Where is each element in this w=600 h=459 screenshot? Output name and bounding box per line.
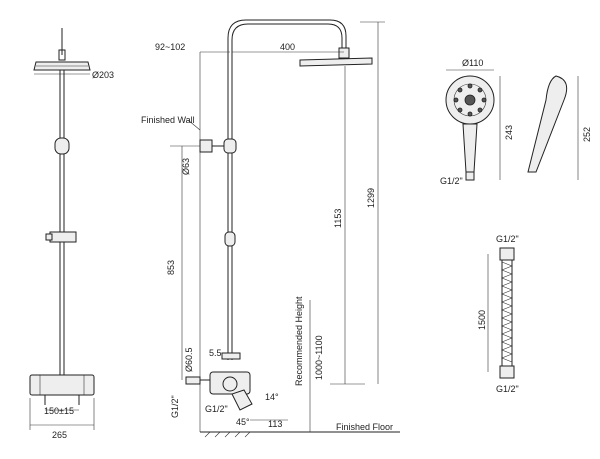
hose-top-nut: [499, 247, 515, 261]
spout-reach-label: 113: [268, 419, 282, 429]
overall-height-label: 1299: [366, 188, 376, 208]
hose-length-label: 1500: [477, 310, 487, 330]
side-view: 400 92~102 Finished Wall Ø63 853 5.5 Ø60…: [141, 19, 400, 438]
recommended-height-value: 1000~1100: [314, 335, 324, 380]
hand-shower-side: [527, 75, 568, 173]
angle-large-label: 45°: [236, 417, 250, 427]
mixer-to-head-label: 1153: [333, 209, 343, 228]
front-view: Ø203 150±15 265: [29, 28, 114, 440]
front-mixer-body: [29, 374, 95, 396]
front-wall-bracket: [54, 137, 70, 155]
wall-offset-label: 92~102: [155, 42, 185, 52]
head-diameter-label: Ø203: [92, 70, 114, 80]
hose-body: [501, 261, 513, 363]
inlet-thread-label: G1/2": [170, 395, 180, 418]
length-label: 243: [504, 125, 514, 140]
side-mixer-top-handle: [221, 352, 241, 360]
side-slider: [224, 231, 236, 247]
total-width-label: 265: [52, 430, 67, 440]
bracket-to-mixer-label: 853: [166, 260, 176, 275]
head-connector: [58, 49, 66, 61]
hose-bottom-thread-label: G1/2": [496, 384, 519, 394]
hose-view: G1/2" 1500 G1/2": [477, 234, 519, 394]
finished-floor-label: Finished Floor: [336, 422, 393, 432]
hose-bottom-nut: [499, 365, 515, 379]
hand-shower-view: Ø110 243 G1/2" 252: [440, 58, 592, 186]
thread-label: G1/2": [440, 176, 463, 186]
knob-diameter-label: Ø60.5: [184, 347, 194, 372]
finished-wall-label: Finished Wall: [141, 115, 195, 125]
side-mixer-knob: [222, 376, 238, 392]
side-wall-bracket: [199, 139, 213, 153]
hand-shower-handle: [462, 123, 478, 173]
bracket-diameter-label: Ø63: [181, 158, 191, 175]
side-spout: [231, 389, 253, 411]
side-length-label: 252: [582, 127, 592, 142]
front-slider: [49, 231, 77, 243]
hose-top-thread-label: G1/2": [496, 234, 519, 244]
knob-offset-label: 5.5: [209, 348, 222, 358]
angle-small-label: 14°: [265, 392, 279, 402]
arm-length-label: 400: [280, 42, 295, 52]
face-diameter-label: Ø110: [462, 58, 483, 68]
spout-thread-label: G1/2": [205, 404, 228, 414]
side-shower-head: [299, 57, 373, 67]
recommended-height-label: Recommended Height: [294, 296, 304, 386]
mixer-spacing-label: 150±15: [44, 406, 74, 416]
